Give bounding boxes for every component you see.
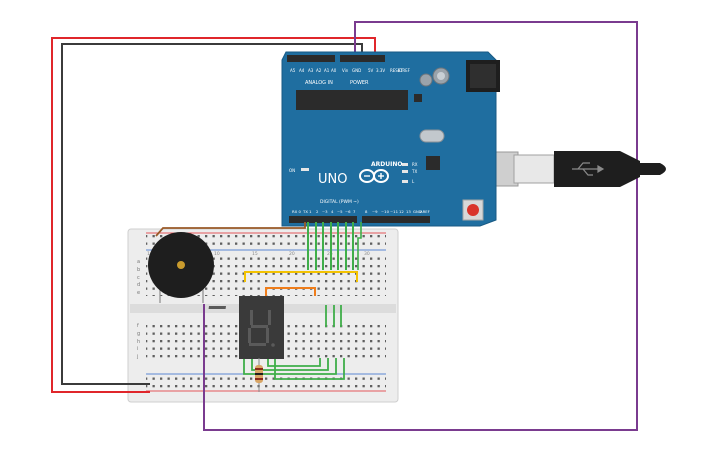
digital-pin-tx1: TX 1 xyxy=(302,209,312,214)
power-pin-ioref: IOREF xyxy=(398,68,411,73)
seven-segment-display[interactable] xyxy=(208,296,284,359)
red-5v-wire[interactable] xyxy=(51,37,376,393)
display-segments xyxy=(208,306,271,346)
column-number-15: 15 xyxy=(252,251,258,257)
row-letter-d: d xyxy=(137,282,140,288)
digital-header-high[interactable] xyxy=(362,216,430,223)
orange-wire[interactable] xyxy=(265,287,316,296)
row-letter-e: e xyxy=(137,290,140,296)
arduino-uno-board[interactable]: A5 A4 A3 A2 A1 A0 Vin GND 5V 3.3V RESET … xyxy=(281,51,500,227)
black-gnd-wire[interactable] xyxy=(61,43,363,385)
row-letter-b: b xyxy=(137,267,140,273)
digital-pin-gnd: GND xyxy=(413,209,422,214)
yellow-wire[interactable] xyxy=(244,271,358,282)
analog-pin-a4: A4 xyxy=(299,68,305,73)
digital-pin-9: ~9 xyxy=(372,209,378,214)
usb-strain-relief xyxy=(640,163,660,175)
l-led-label: L xyxy=(412,179,415,184)
power-pin-5v: 5V xyxy=(368,68,374,73)
row-letter-j: j xyxy=(136,354,138,360)
resistor-band-2 xyxy=(255,373,263,375)
column-number-1: 1 xyxy=(147,251,150,257)
display-decimal-point xyxy=(271,343,275,347)
capacitor-2 xyxy=(419,73,433,87)
power-pin-gnd: GND xyxy=(352,68,361,73)
resistor[interactable] xyxy=(255,358,263,392)
digital-pin-4: 4 xyxy=(331,209,334,214)
power-wires[interactable] xyxy=(51,21,638,431)
column-number-20: 20 xyxy=(289,251,295,257)
regulator xyxy=(414,94,422,102)
power-pin-reset: RESET xyxy=(390,68,403,73)
dc-jack-inner xyxy=(470,64,496,88)
usb-icon xyxy=(572,162,605,176)
digital-pin-5: ~5 xyxy=(337,209,343,214)
digital-pin-3: ~3 xyxy=(322,209,328,214)
analog-pin-a0: A0 xyxy=(331,68,337,73)
green-jumper-7[interactable] xyxy=(274,358,345,380)
tx-led-label: TX xyxy=(411,169,417,174)
usb-plug-metal xyxy=(513,154,555,184)
row-letter-h: h xyxy=(137,339,140,345)
tx-led xyxy=(402,170,408,173)
green-jumper-4[interactable] xyxy=(243,358,337,375)
l-led xyxy=(402,180,408,183)
usb-cable-end xyxy=(660,163,666,175)
atmega-chip xyxy=(296,90,408,110)
analog-pin-a3: A3 xyxy=(308,68,314,73)
digital-pin-rx0: RX 0 xyxy=(292,209,301,214)
signal-wires[interactable] xyxy=(155,222,362,380)
bottom-power-rail[interactable] xyxy=(146,374,386,390)
crystal-oscillator xyxy=(419,129,445,143)
power-label: POWER xyxy=(350,80,369,86)
analog-pin-a1: A1 xyxy=(324,68,330,73)
model-label: UNO xyxy=(318,172,347,187)
column-number-10: 10 xyxy=(214,251,220,257)
analog-pin-a5: A5 xyxy=(290,68,296,73)
row-letter-g: g xyxy=(137,331,140,337)
power-pin-3v3: 3.3V xyxy=(376,68,385,73)
resistor-band-3 xyxy=(255,378,263,380)
digital-pin-10: ~10 xyxy=(381,209,390,214)
brown-buzzer-wire[interactable] xyxy=(155,222,306,237)
reset-button[interactable] xyxy=(467,204,479,216)
power-header[interactable] xyxy=(340,55,385,62)
column-number-25: 25 xyxy=(327,251,333,257)
digital-pin-11: ~11 xyxy=(390,209,399,214)
rx-led-label: RX xyxy=(412,162,418,167)
usb-interface-chip xyxy=(426,156,440,170)
digital-header-low[interactable] xyxy=(289,216,357,223)
piezo-buzzer[interactable] xyxy=(148,232,214,303)
buzzer-center xyxy=(177,261,185,269)
digital-pin-2: 2 xyxy=(316,209,319,214)
column-number-30: 30 xyxy=(364,251,370,257)
digital-label: DIGITAL (PWM ~) xyxy=(320,199,359,205)
analog-in-label: ANALOG IN xyxy=(305,80,333,86)
row-letter-f: f xyxy=(137,323,139,329)
digital-pin-12: 12 xyxy=(399,209,404,214)
digital-pin-aref: AREF xyxy=(420,209,430,214)
digital-pin-7: 7 xyxy=(353,209,356,214)
green-wire-pin9[interactable] xyxy=(357,222,362,270)
arduino-logo-icon xyxy=(359,169,389,183)
row-letter-a: a xyxy=(137,259,140,265)
power-pin-vin: Vin xyxy=(342,68,349,73)
resistor-band-1 xyxy=(255,368,263,370)
analog-pin-a2: A2 xyxy=(316,68,322,73)
purple-wire[interactable] xyxy=(203,21,638,431)
row-letter-i: i xyxy=(137,346,138,352)
rx-led xyxy=(402,163,408,166)
analog-header[interactable] xyxy=(287,55,335,62)
on-led-label: ON xyxy=(289,168,295,173)
green-jumper-6[interactable] xyxy=(267,358,321,367)
on-led xyxy=(301,168,309,171)
brand-label: ARDUINO xyxy=(371,161,402,168)
digital-pin-8: 8 xyxy=(365,209,368,214)
digital-pin-6: ~6 xyxy=(345,209,351,214)
green-jumper-5[interactable] xyxy=(251,358,329,371)
capacitor-1-top xyxy=(437,72,445,80)
digital-pin-13: 13 xyxy=(406,209,411,214)
row-letter-c: c xyxy=(137,275,140,281)
